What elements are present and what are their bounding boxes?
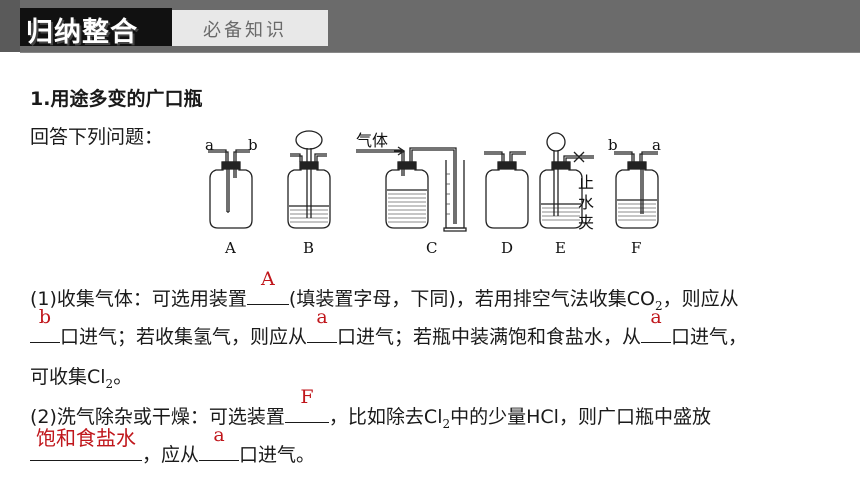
q1-sub-2: 2 bbox=[105, 376, 114, 391]
q2-blank-2[interactable]: 饱和食盐水 bbox=[30, 426, 142, 461]
q1-answer-3: a bbox=[316, 306, 328, 328]
header-left-cap bbox=[0, 0, 20, 52]
bottle-label-f: F bbox=[631, 239, 641, 257]
q1-answer-4: a bbox=[650, 306, 662, 328]
q1-line2: b 口进气；若收集氢气，则应从 a 口进气；若瓶中装满饱和食盐水，从 a 口进气， bbox=[30, 306, 748, 349]
q1-answer-2: b bbox=[38, 306, 52, 328]
q1-text-7: 可收集Cl bbox=[30, 366, 106, 388]
q2-text-2: ，比如除去Cl bbox=[328, 406, 443, 428]
q1-blank-1[interactable]: A bbox=[246, 268, 289, 305]
q2-line2: 饱和食盐水 ，应从 a 口进气。 bbox=[30, 424, 316, 467]
label-b-right: b bbox=[608, 136, 618, 154]
header-divider bbox=[20, 52, 860, 53]
q1-line3: 可收集Cl2。 bbox=[30, 362, 132, 391]
bottle-a bbox=[208, 149, 253, 229]
label-gas: 气体 bbox=[356, 131, 388, 150]
q2-line1: (2)洗气除杂或干燥：可选装置 F ，比如除去Cl2中的少量HCl，则广口瓶中盛放 bbox=[30, 386, 711, 431]
q1-text-4: 口进气；若收集氢气，则应从 bbox=[60, 326, 308, 348]
q2-answer-2: 饱和食盐水 bbox=[36, 426, 136, 450]
q1-text-6: 口进气， bbox=[671, 326, 748, 348]
q1-line1: (1)收集气体：可选用装置 A (填装置字母，下同)，若用排空气法收集CO2，则应从 bbox=[30, 268, 739, 313]
apparatus-figure: a b b a A B C D E F 气体 止 水 夹 bbox=[205, 130, 661, 257]
q1-blank-4[interactable]: a bbox=[641, 306, 672, 343]
label-b-left: b bbox=[248, 136, 258, 154]
q2-text-4: ，应从 bbox=[142, 444, 200, 466]
title-box bbox=[20, 8, 172, 46]
label-a-left: a bbox=[205, 136, 214, 154]
clamp-label-2: 水 bbox=[578, 193, 594, 212]
bottle-label-e: E bbox=[555, 239, 566, 257]
bottle-label-c: C bbox=[426, 239, 437, 257]
q1-blank-2[interactable]: b bbox=[30, 306, 60, 343]
q2-sub-1: 2 bbox=[442, 416, 451, 431]
bottle-c bbox=[356, 147, 467, 232]
bottle-f bbox=[614, 151, 659, 229]
page-subtitle: 必备知识 bbox=[203, 20, 287, 41]
q1-sub-1: 2 bbox=[654, 298, 663, 313]
bottle-e bbox=[539, 132, 594, 229]
clamp-label-1: 止 bbox=[578, 173, 594, 192]
subtitle-box bbox=[172, 10, 328, 46]
q2-blank-3[interactable]: a bbox=[199, 424, 240, 461]
q2-blank-1[interactable]: F bbox=[284, 386, 329, 423]
label-a-right: a bbox=[652, 136, 661, 154]
section-heading: 1.用途多变的广口瓶 bbox=[30, 88, 203, 110]
bottle-label-a: A bbox=[224, 239, 236, 257]
clamp-label-3: 夹 bbox=[578, 213, 594, 232]
q2-text-1: (2)洗气除杂或干燥：可选装置 bbox=[30, 406, 285, 428]
q2-text-5: 口进气。 bbox=[239, 444, 316, 466]
q2-answer-3: a bbox=[213, 424, 225, 446]
section-prompt: 回答下列问题： bbox=[30, 126, 164, 148]
q1-blank-3[interactable]: a bbox=[307, 306, 338, 343]
q1-text-2: (填装置字母，下同)，若用排空气法收集CO bbox=[288, 288, 655, 310]
page-title: 归纳整合 bbox=[26, 17, 138, 48]
q2-text-3: 中的少量HCl，则广口瓶中盛放 bbox=[450, 406, 711, 428]
q2-answer-1: F bbox=[300, 386, 314, 408]
q1-text-1: (1)收集气体：可选用装置 bbox=[30, 288, 247, 310]
bottle-d bbox=[484, 151, 529, 229]
q1-answer-1: A bbox=[261, 268, 275, 290]
bottle-label-b: B bbox=[303, 239, 314, 257]
bottle-label-d: D bbox=[501, 239, 513, 257]
q1-text-8: 。 bbox=[113, 366, 133, 388]
bottle-b bbox=[287, 130, 331, 229]
q1-text-3: ，则应从 bbox=[662, 288, 739, 310]
q1-text-5: 口进气；若瓶中装满饱和食盐水，从 bbox=[337, 326, 642, 348]
